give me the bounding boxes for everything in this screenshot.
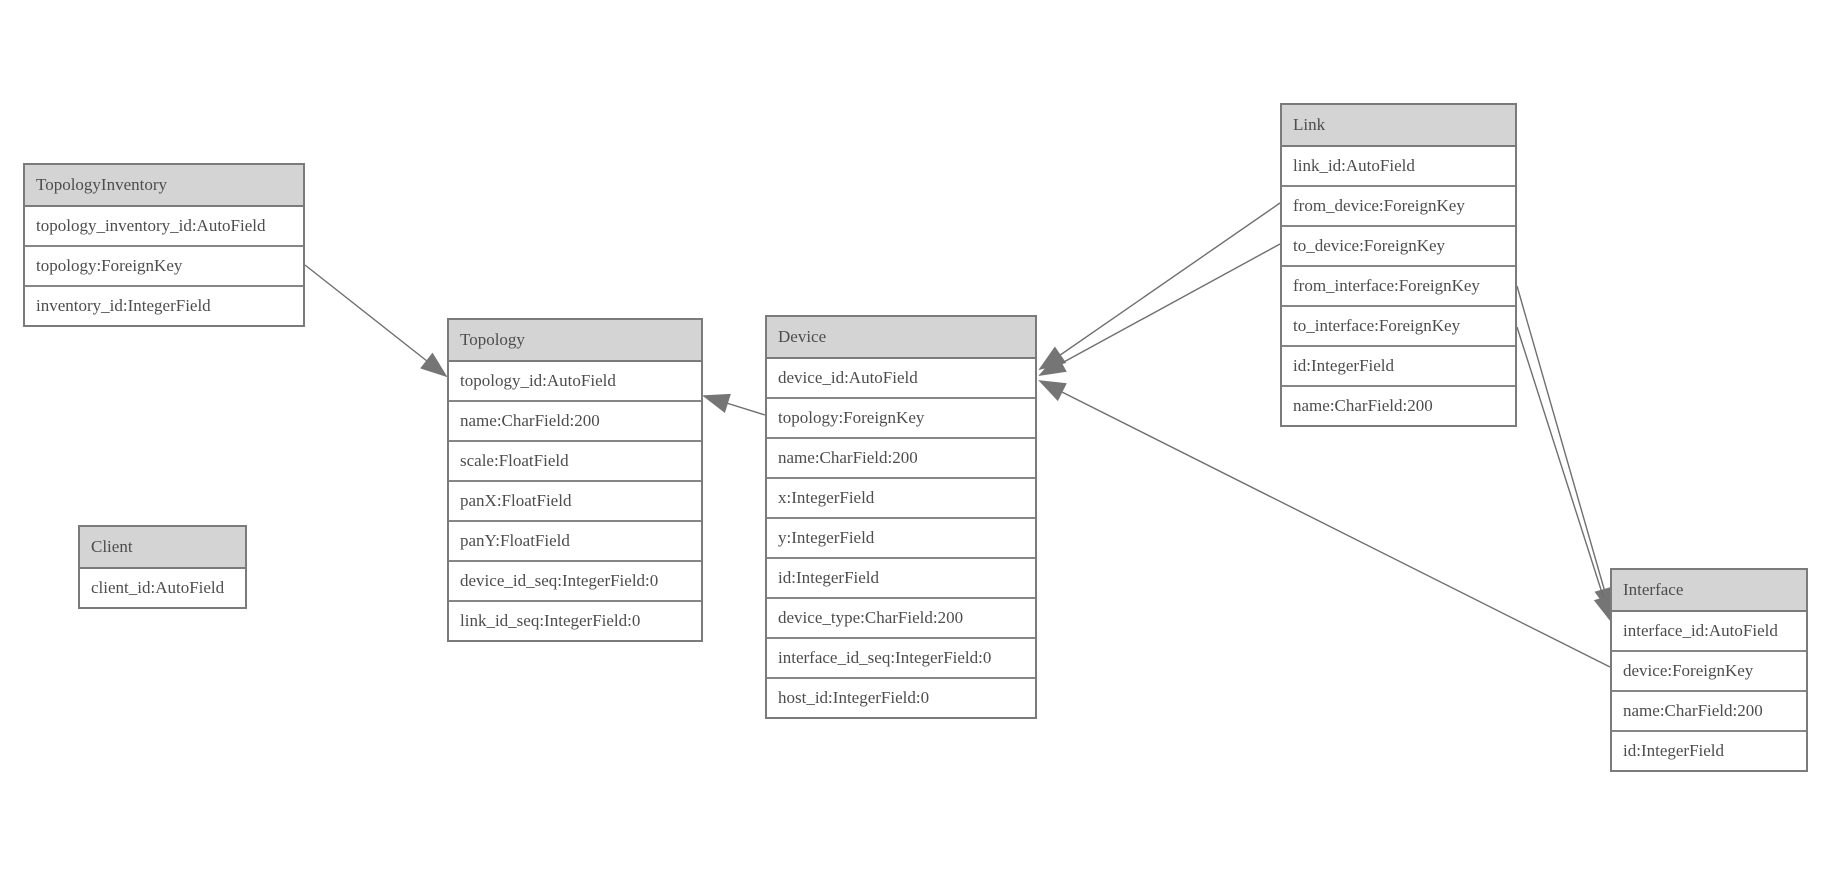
field-row: id:IntegerField: [1282, 345, 1515, 385]
table-header: TopologyInventory: [25, 165, 303, 207]
field-row: panY:FloatField: [449, 520, 701, 560]
edge-topologyinventory-topology-fk: [304, 264, 448, 378]
field-row: panX:FloatField: [449, 480, 701, 520]
field-row: to_interface:ForeignKey: [1282, 305, 1515, 345]
field-row: topology:ForeignKey: [767, 397, 1035, 437]
table-header: Device: [767, 317, 1035, 359]
edge-link-from-device-fk: [1038, 202, 1281, 371]
entity-table-link: Link link_id:AutoField from_device:Forei…: [1280, 103, 1517, 427]
field-row: device_type:CharField:200: [767, 597, 1035, 637]
edge-lines: [304, 202, 1614, 668]
field-row: device_id_seq:IntegerField:0: [449, 560, 701, 600]
field-row: topology_id:AutoField: [460, 371, 616, 390]
entity-table-topology: Topology topology_id:AutoField name:Char…: [447, 318, 703, 642]
table-header: Link: [1282, 105, 1515, 147]
field-row: y:IntegerField: [767, 517, 1035, 557]
entity-table-client: Client client_id:AutoField: [78, 525, 247, 609]
field-row: host_id:IntegerField:0: [767, 677, 1035, 717]
field-row: from_interface:ForeignKey: [1282, 265, 1515, 305]
table-header: Topology: [449, 320, 701, 362]
field-row: x:IntegerField: [767, 477, 1035, 517]
field-row: device:ForeignKey: [1612, 650, 1806, 690]
field-row: id:IntegerField: [767, 557, 1035, 597]
field-row: interface_id_seq:IntegerField:0: [767, 637, 1035, 677]
edge-link-to-device-fk: [1038, 243, 1281, 376]
field-row: scale:FloatField: [449, 440, 701, 480]
field-row: topology_inventory_id:AutoField: [36, 216, 266, 235]
field-row: interface_id:AutoField: [1623, 621, 1778, 640]
table-header: Interface: [1612, 570, 1806, 612]
edge-device-topology-fk: [702, 393, 766, 416]
field-row: from_device:ForeignKey: [1282, 185, 1515, 225]
field-row: id:IntegerField: [1612, 730, 1806, 770]
entity-table-topologyinventory: TopologyInventory topology_inventory_id:…: [23, 163, 305, 327]
field-row: name:CharField:200: [767, 437, 1035, 477]
edge-link-to-interface-fk: [1516, 326, 1613, 623]
entity-table-device: Device device_id:AutoField topology:Fore…: [765, 315, 1037, 719]
field-row: topology:ForeignKey: [25, 245, 303, 285]
field-row: to_device:ForeignKey: [1282, 225, 1515, 265]
edge-link-from-interface-fk: [1516, 285, 1614, 615]
table-header: Client: [80, 527, 245, 569]
field-row: inventory_id:IntegerField: [25, 285, 303, 325]
field-row: name:CharField:200: [449, 400, 701, 440]
field-row: device_id:AutoField: [778, 368, 918, 387]
field-row: client_id:AutoField: [91, 578, 225, 597]
edge-interface-device-fk: [1038, 380, 1611, 668]
entity-table-interface: Interface interface_id:AutoField device:…: [1610, 568, 1808, 772]
field-row: name:CharField:200: [1612, 690, 1806, 730]
field-row: link_id_seq:IntegerField:0: [449, 600, 701, 640]
field-row: link_id:AutoField: [1293, 156, 1415, 175]
field-row: name:CharField:200: [1282, 385, 1515, 425]
